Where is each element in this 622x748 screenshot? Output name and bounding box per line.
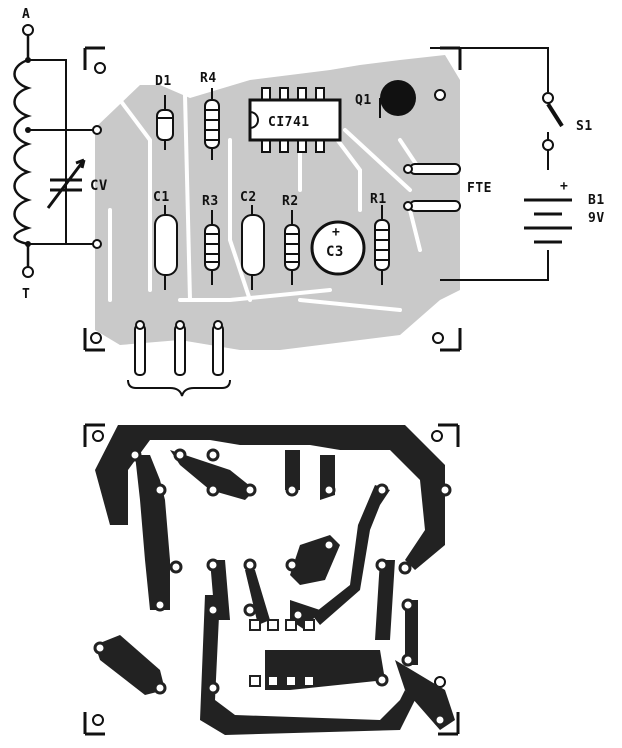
r1-label: R1 xyxy=(370,192,387,207)
board-pads-left xyxy=(92,125,102,249)
battery-b1 xyxy=(524,198,572,244)
c3-label: C3 xyxy=(326,244,344,260)
output-brace xyxy=(127,379,231,397)
antenna-label: A xyxy=(22,7,30,22)
output-pins xyxy=(134,320,224,376)
transistor-q1: Q1 xyxy=(355,80,416,118)
coil-inductor xyxy=(13,28,32,268)
diode-d1: D1 xyxy=(155,74,174,150)
c3-plus-label: + xyxy=(332,225,340,240)
variable-capacitor-cv xyxy=(46,158,86,209)
resistor-r2: R2 xyxy=(282,194,300,285)
corner-holes-bottom xyxy=(92,430,446,726)
d1-label: D1 xyxy=(155,74,172,89)
battery-label: B1 xyxy=(588,193,605,208)
corner-holes-top xyxy=(90,62,446,344)
component-side-layout: A T CV D1 xyxy=(13,7,605,397)
q1-label: Q1 xyxy=(355,93,372,108)
corner-marks-bottom xyxy=(83,423,460,736)
s1-label: S1 xyxy=(576,119,593,134)
copper-side-layout xyxy=(83,423,460,736)
ground-label: T xyxy=(22,287,30,302)
speaker-label: FTE xyxy=(467,181,492,196)
c1-label: C1 xyxy=(153,190,170,205)
battery-plus-label: + xyxy=(560,179,568,194)
c2-label: C2 xyxy=(240,190,257,205)
cv-label: CV xyxy=(90,178,108,194)
antenna-terminal: A xyxy=(22,7,34,36)
ic-pads xyxy=(249,619,315,687)
copper-traces xyxy=(95,425,455,735)
ground-terminal: T xyxy=(22,266,34,302)
resistor-r1: R1 xyxy=(370,192,390,285)
copper-pads xyxy=(93,448,452,727)
resistor-r4: R4 xyxy=(200,71,220,160)
coil-wires xyxy=(28,59,96,245)
trace-gaps xyxy=(108,93,422,312)
ic-label: CI741 xyxy=(268,115,310,130)
r3-label: R3 xyxy=(202,194,219,209)
r4-label: R4 xyxy=(200,71,217,86)
switch-s1: S1 xyxy=(542,92,593,151)
speaker-pins: FTE xyxy=(403,163,492,212)
capacitor-c3: + C3 xyxy=(310,220,366,276)
resistor-r3: R3 xyxy=(202,194,220,285)
ic-chip: CI741 xyxy=(248,87,342,153)
capacitor-c1: C1 xyxy=(153,190,178,290)
capacitor-c2: C2 xyxy=(240,190,265,290)
r2-label: R2 xyxy=(282,194,299,209)
coil-taps xyxy=(25,57,31,247)
battery-voltage-label: 9V xyxy=(588,211,605,226)
